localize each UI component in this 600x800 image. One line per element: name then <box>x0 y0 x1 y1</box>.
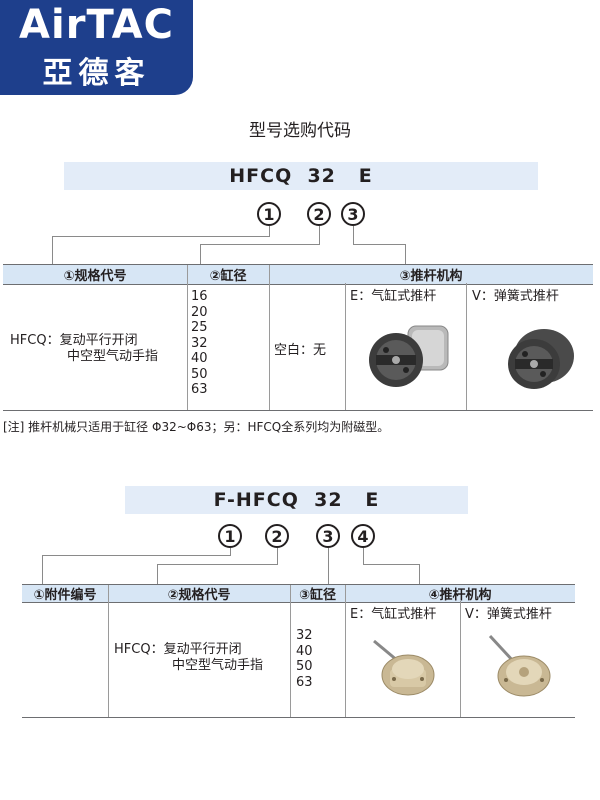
gripper-spring-pushrod-image <box>508 329 574 389</box>
bore-value: 40 <box>296 643 313 659</box>
connector-line <box>52 236 53 264</box>
code-index-4: 4 <box>351 524 375 548</box>
bore-list: 32 40 50 63 <box>296 628 313 690</box>
gripper-cylinder-pushrod-image <box>369 325 449 387</box>
bore-value: 63 <box>296 674 313 690</box>
column-divider <box>108 585 109 602</box>
column-divider <box>290 585 291 602</box>
spec-line-2: 中空型气动手指 <box>67 349 159 364</box>
column-divider <box>187 265 188 284</box>
logo-english: AirTAC <box>19 2 174 48</box>
column-divider <box>466 283 467 410</box>
accessory-code-bar: F-HFCQ 32 E <box>125 486 468 514</box>
bore-value: 63 <box>191 382 208 397</box>
table-header: ①附件编号 ②规格代号 ③缸径 ④推杆机构 <box>22 584 575 603</box>
header-mechanism: ④推杆机构 <box>428 588 492 603</box>
accessory-spring-pushrod-image <box>488 634 551 697</box>
mechanism-v-label: V：弹簧式推杆 <box>472 289 559 304</box>
page-title: 型号选购代码 <box>249 121 351 141</box>
connector-line <box>277 548 278 565</box>
order-code: HFCQ 32 E <box>229 165 373 187</box>
bore-value: 25 <box>191 320 208 335</box>
bore-list: 16 20 25 32 40 50 63 <box>191 289 208 398</box>
connector-line <box>363 564 420 565</box>
connector-line <box>353 226 354 245</box>
table-bottom-border <box>22 717 575 718</box>
connector-line <box>42 555 231 556</box>
column-divider <box>345 585 346 602</box>
accessory-code: F-HFCQ 32 E <box>213 489 380 511</box>
connector-line <box>269 226 270 237</box>
column-divider <box>108 601 109 717</box>
logo-chinese: 亞德客 <box>42 56 151 91</box>
spec-line-2: 中空型气动手指 <box>172 658 264 673</box>
connector-line <box>405 244 406 264</box>
bore-value: 40 <box>191 351 208 366</box>
column-divider <box>345 283 346 410</box>
mechanism-e-label: E：气缸式推杆 <box>350 607 437 622</box>
bore-value: 50 <box>191 366 208 382</box>
connector-line <box>52 236 270 237</box>
column-divider <box>187 283 188 410</box>
column-divider <box>345 601 346 717</box>
connector-line <box>419 564 420 584</box>
blank-option: 空白：无 <box>274 343 327 358</box>
bore-value: 20 <box>191 304 208 320</box>
spec-line-1: HFCQ：复动平行开闭 <box>114 642 242 657</box>
brand-logo: AirTAC 亞德客 <box>0 0 193 95</box>
mechanism-v-label: V：弹簧式推杆 <box>465 607 552 622</box>
connector-line <box>353 244 406 245</box>
mechanism-e-label: E：气缸式推杆 <box>350 289 437 304</box>
header-bore: ③缸径 <box>298 588 336 603</box>
column-divider <box>460 601 461 717</box>
table-header: ①规格代号 ②缸径 ③推杆机构 <box>3 264 593 285</box>
column-divider <box>290 601 291 717</box>
code-index-2: 2 <box>307 202 331 226</box>
bore-value: 32 <box>191 335 208 351</box>
code-index-3: 3 <box>316 524 340 548</box>
header-mechanism: ③推杆机构 <box>399 269 463 284</box>
code-index-3: 3 <box>341 202 365 226</box>
connector-line <box>200 244 320 245</box>
table-bottom-border <box>3 410 593 411</box>
bore-value: 32 <box>296 628 313 643</box>
order-code-bar: HFCQ 32 E <box>64 162 538 190</box>
code-index-2: 2 <box>265 524 289 548</box>
connector-line <box>363 548 364 565</box>
header-spec: ②规格代号 <box>167 588 231 603</box>
spec-line-1: HFCQ：复动平行开闭 <box>10 333 138 348</box>
connector-line <box>157 564 158 584</box>
connector-line <box>200 244 201 264</box>
code-index-1: 1 <box>257 202 281 226</box>
header-spec: ①规格代号 <box>63 269 127 284</box>
footnote: [注] 推杆机械只适用于缸径 Φ32~Φ63；另：HFCQ全系列均为附磁型。 <box>3 420 390 434</box>
column-divider <box>269 283 270 410</box>
accessory-cylinder-pushrod-image <box>373 639 435 696</box>
connector-line <box>230 548 231 556</box>
connector-line <box>319 226 320 245</box>
bore-value: 16 <box>191 289 208 304</box>
connector-line <box>42 555 43 584</box>
connector-line <box>328 548 329 584</box>
bore-value: 50 <box>296 659 313 674</box>
code-index-1: 1 <box>218 524 242 548</box>
column-divider <box>269 265 270 284</box>
header-accessory: ①附件编号 <box>33 588 97 603</box>
connector-line <box>157 564 278 565</box>
header-bore: ②缸径 <box>209 269 247 284</box>
